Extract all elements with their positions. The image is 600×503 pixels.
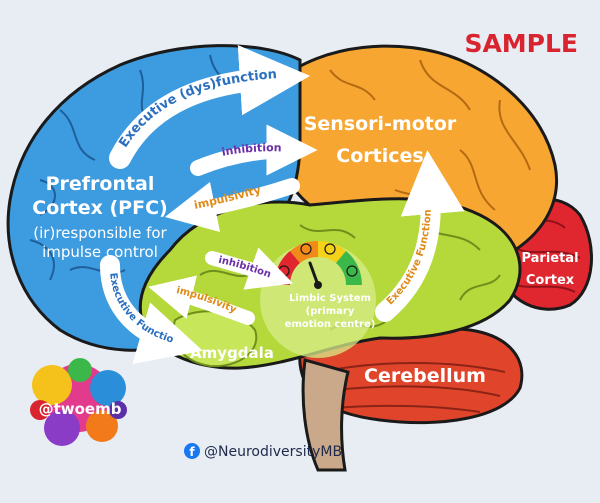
cerebellum-label: Cerebellum — [364, 365, 486, 387]
facebook-handle: @NeurodiversityMB — [204, 444, 342, 460]
twoemb-logo: @twoemb — [30, 358, 127, 446]
amygdala-label: Amygdala — [190, 344, 274, 362]
cerebellum-region — [298, 325, 524, 472]
parietal-label-line1: Parietal — [521, 251, 578, 266]
pfc-title-line2: Cortex (PFC) — [32, 197, 167, 219]
facebook-credit: f @NeurodiversityMB — [184, 443, 342, 460]
limbic-label-line2: (primary — [306, 306, 355, 317]
executive-left-arrow — [100, 255, 203, 364]
arrows-layer — [100, 45, 465, 364]
sample-watermark: SAMPLE — [464, 29, 578, 58]
pfc-subtitle-line2: impulse control — [42, 243, 158, 261]
inhibition-top-arrow — [190, 124, 318, 176]
limbic-label-line3: emotion centre) — [285, 319, 376, 330]
parietal-label-line2: Cortex — [526, 273, 575, 288]
impulsivity-mid-arrow — [148, 275, 255, 325]
pfc-subtitle-line1: (ir)responsible for — [33, 224, 167, 242]
pfc-title-line1: Prefrontal — [46, 173, 155, 195]
sensorimotor-label-line2: Cortices — [336, 145, 423, 167]
facebook-icon — [184, 443, 200, 459]
inhibition-mid-arrow — [205, 247, 294, 290]
executive-dysfunction-arrow — [109, 45, 311, 169]
svg-text:f: f — [189, 445, 195, 459]
impulsivity-top-arrow — [164, 178, 300, 233]
logo-text: @twoemb — [39, 400, 122, 418]
sensorimotor-label-line1: Sensori-motor — [304, 113, 457, 135]
executive-right-arrow — [375, 150, 465, 322]
limbic-label-line1: Limbic System — [289, 293, 371, 304]
